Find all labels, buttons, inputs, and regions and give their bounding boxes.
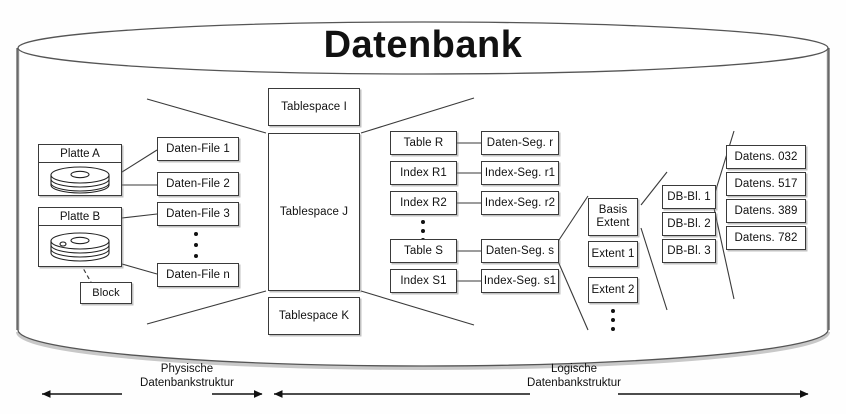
disk-platter-icon <box>50 165 110 194</box>
axis-label-logical-line2: Datenbankstruktur <box>527 377 621 390</box>
segment-daten-r[interactable]: Daten-Seg. r <box>481 131 559 155</box>
object-segment-links <box>457 142 481 282</box>
object-table-r[interactable]: Table R <box>390 131 457 155</box>
page-title: Datenbank <box>323 24 523 66</box>
db-block-1[interactable]: DB-Bl. 1 <box>662 185 716 209</box>
disk-platter-icon <box>50 231 110 262</box>
disk-platte-a-label: Platte A <box>39 145 121 163</box>
tablespace-k[interactable]: Tablespace K <box>268 297 360 335</box>
axis-label-logical-line1: Logische <box>550 363 598 375</box>
extent-basis-line1: Basis <box>598 204 628 217</box>
segment-index-s1[interactable]: Index-Seg. s1 <box>481 269 559 293</box>
data-file-2[interactable]: Daten-File 2 <box>157 172 239 196</box>
segment-extent-fan <box>556 195 589 331</box>
segment-index-r1[interactable]: Index-Seg. r1 <box>481 161 559 185</box>
segment-index-r2[interactable]: Index-Seg. r2 <box>481 191 559 215</box>
extent-basis-line2: Extent <box>596 217 630 229</box>
record-389[interactable]: Datens. 389 <box>726 199 806 223</box>
disk-platte-b-label: Platte B <box>39 208 121 226</box>
block-marker-icon <box>59 240 67 247</box>
axis-label-physical-line2: Datenbankstruktur <box>140 377 234 390</box>
record-517[interactable]: Datens. 517 <box>726 172 806 196</box>
extent-ellipsis <box>610 309 616 331</box>
data-file-3[interactable]: Daten-File 3 <box>157 202 239 226</box>
record-782[interactable]: Datens. 782 <box>726 226 806 250</box>
extent-2[interactable]: Extent 2 <box>588 277 638 303</box>
extent-basis[interactable]: Basis Extent <box>588 198 638 236</box>
object-table-s[interactable]: Table S <box>390 239 457 263</box>
extent-1[interactable]: Extent 1 <box>588 241 638 267</box>
disk-platte-a-body <box>39 163 121 196</box>
object-index-s1[interactable]: Index S1 <box>390 269 457 293</box>
segment-daten-s[interactable]: Daten-Seg. s <box>481 239 559 263</box>
object-index-r2[interactable]: Index R2 <box>390 191 457 215</box>
record-032[interactable]: Datens. 032 <box>726 145 806 169</box>
db-block-2[interactable]: DB-Bl. 2 <box>662 212 716 236</box>
data-file-ellipsis <box>193 232 199 258</box>
axis-label-physical: Physische Datenbankstruktur <box>112 362 262 391</box>
extent-dbblock-fan <box>640 171 668 311</box>
dbblock-record-fan <box>713 130 735 300</box>
data-file-1[interactable]: Daten-File 1 <box>157 137 239 161</box>
data-file-n[interactable]: Daten-File n <box>157 263 239 287</box>
disk-platte-b[interactable]: Platte B <box>38 207 122 267</box>
tablespace-object-fan <box>360 97 475 326</box>
disk-platte-b-body <box>39 226 121 267</box>
tablespace-j[interactable]: Tablespace J <box>268 133 360 291</box>
object-index-r1[interactable]: Index R1 <box>390 161 457 185</box>
axis-label-physical-line1: Physische <box>160 363 214 375</box>
db-block-3[interactable]: DB-Bl. 3 <box>662 239 716 263</box>
block-box[interactable]: Block <box>80 282 132 304</box>
tablespace-i[interactable]: Tablespace I <box>268 88 360 126</box>
disk-platte-a[interactable]: Platte A <box>38 144 122 196</box>
axis-label-logical: Logische Datenbankstruktur <box>499 362 649 391</box>
physical-connectors <box>121 149 158 275</box>
datafile-tablespace-fan <box>146 98 267 325</box>
